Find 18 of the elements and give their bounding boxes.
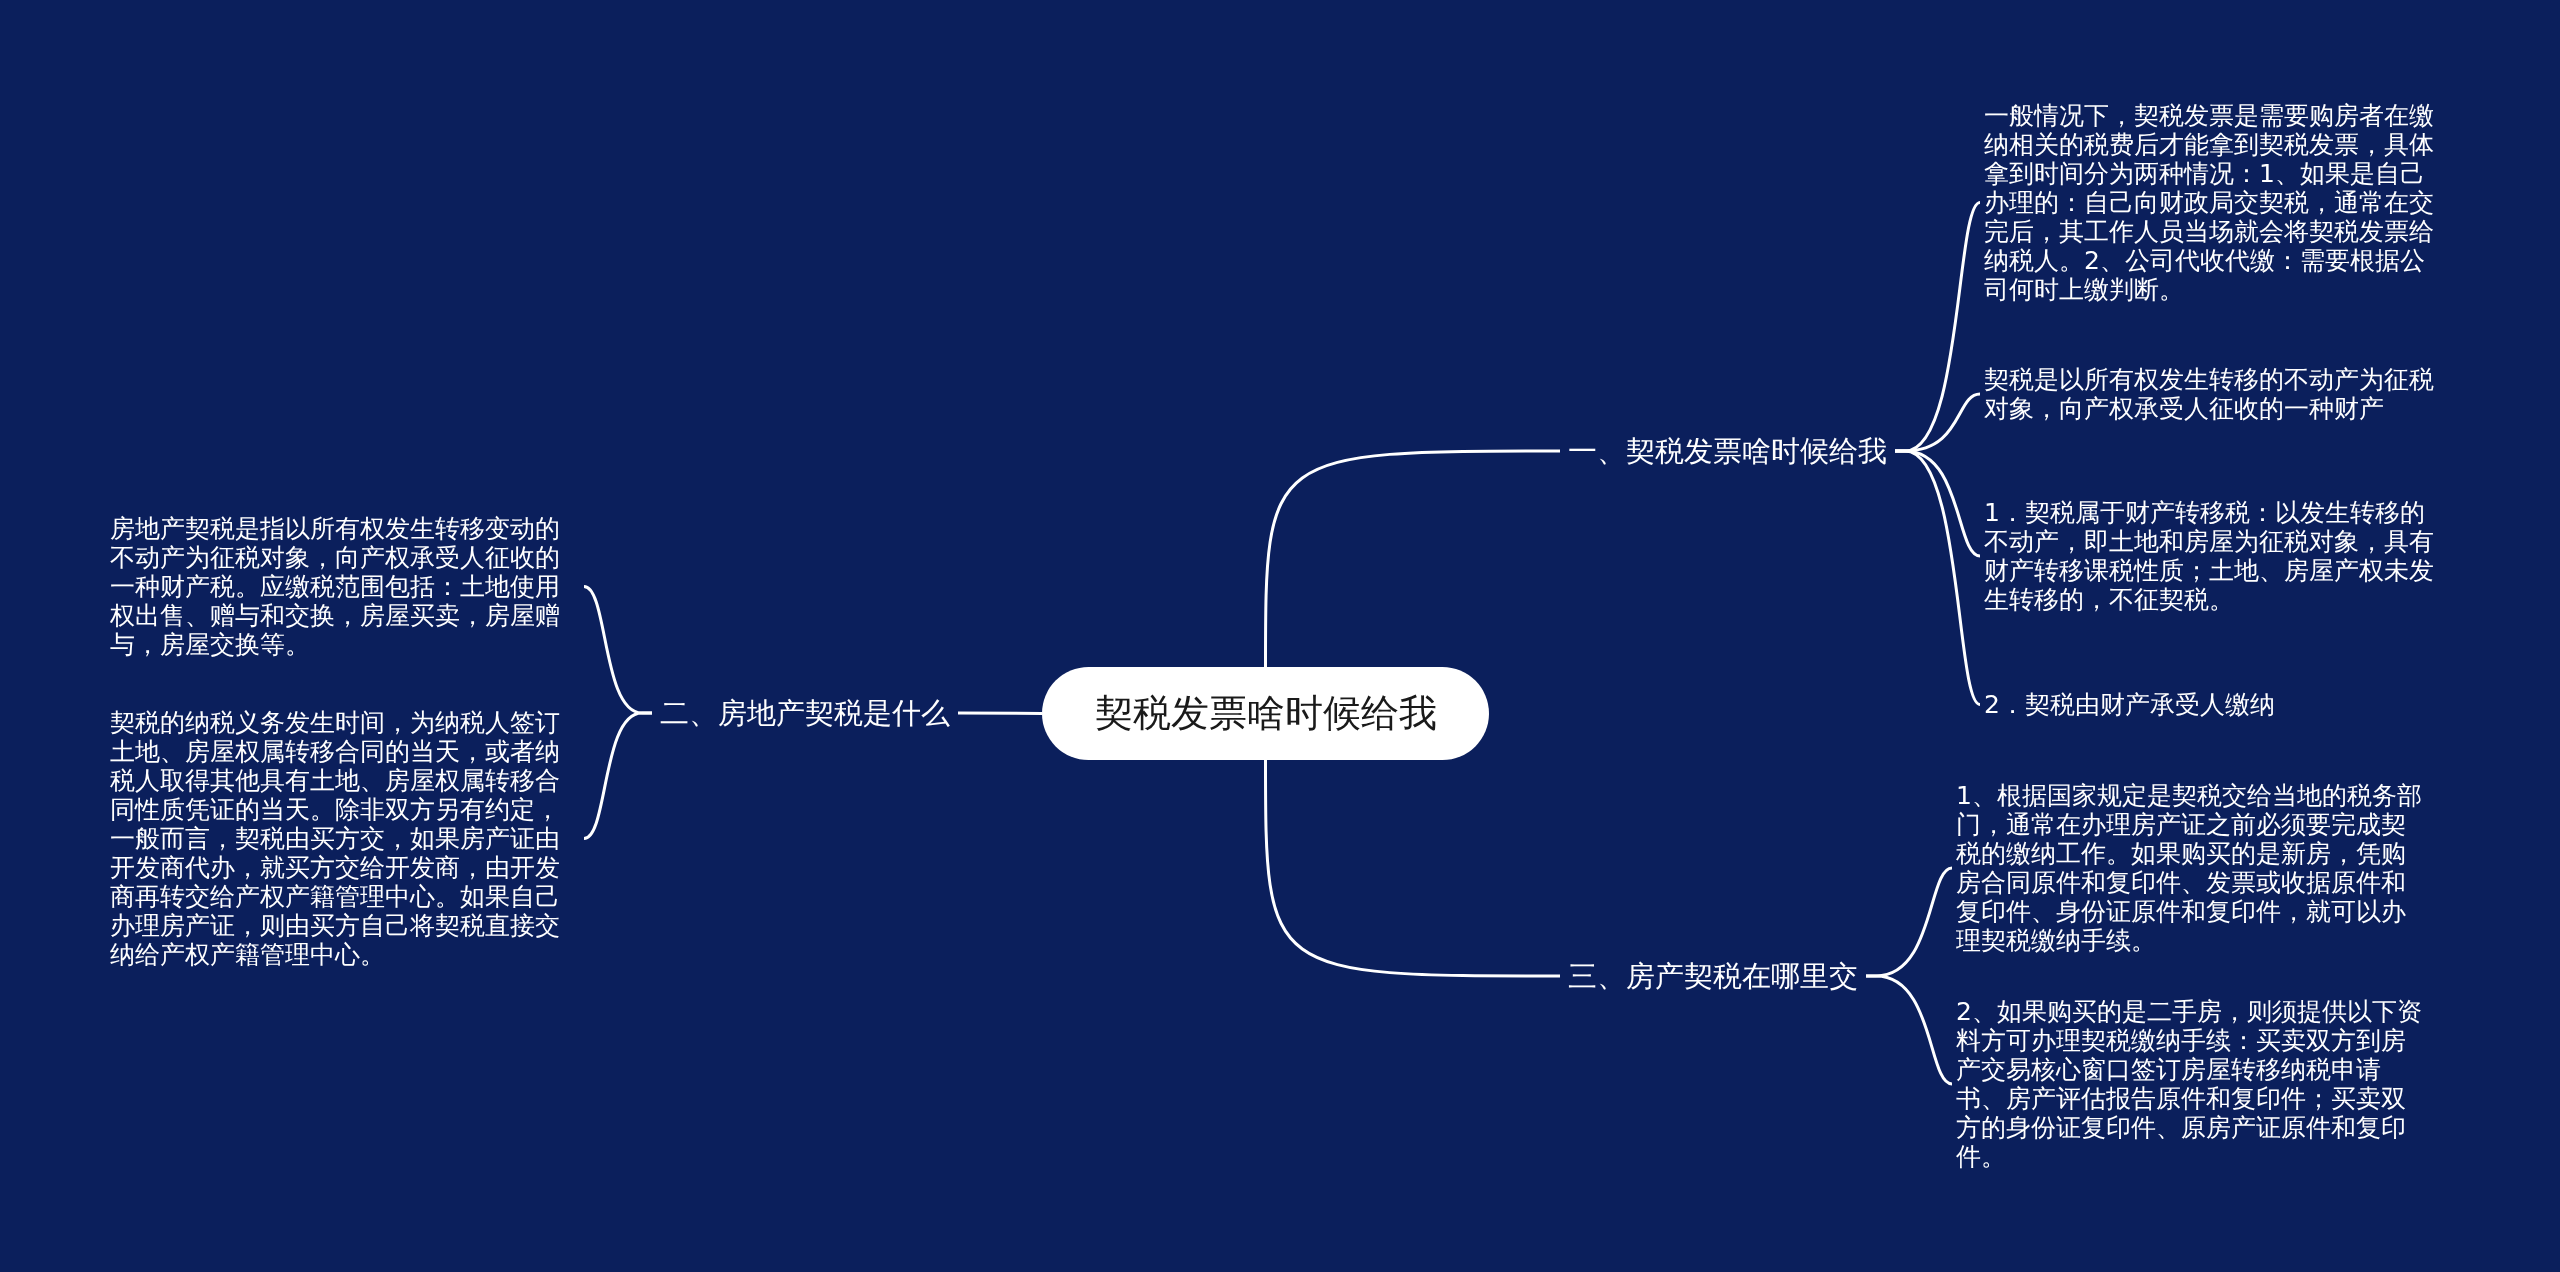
connector-line — [1264, 760, 1560, 978]
branch-label: 三、房产契税在哪里交 — [1560, 952, 1866, 1000]
branch-label: 一、契税发票啥时候给我 — [1560, 427, 1895, 475]
connector-line — [583, 711, 652, 840]
note-text: 契税的纳税义务发生时间，为纳税人签订土地、房屋权属转移合同的当天，或者纳税人取得其他具有土地、房屋权属转移合同性质凭证的当天。除非双方另有约定，一般而言，契税由买方交，如果房产证由开发商代办，就买方交给开发商，由开发商再转交给产权产籍管理中心。如果自己办理房产证，则由买方自己将契税直接交纳给产权产籍管理中心。 — [106, 705, 584, 971]
note-text: 1．契税属于财产转移税：以发生转移的不动产，即土地和房屋为征税对象，具有财产转移课税性质；土地、房屋产权未发生转移的，不征契税。 — [1980, 496, 2450, 616]
branch-label: 二、房地产契税是什么 — [652, 689, 958, 737]
connector-line — [1866, 974, 1953, 1086]
topic-pill: 契税发票啥时候给我 — [1042, 666, 1489, 760]
note-text: 契税是以所有权发生转移的不动产为征税对象，向产权承受人征收的一种财产 — [1980, 363, 2450, 425]
note-text: 2．契税由财产承受人缴纳 — [1980, 687, 2450, 721]
note-text: 2、如果购买的是二手房，则须提供以下资料方可办理契税缴纳手续：买卖双方到房产交易核心窗口签订房屋转移纳税申请书、房产评估报告原件和复印件；买卖双方的身份证复印件、原房产证原件和复印件。 — [1952, 995, 2430, 1173]
note-text: 一般情况下，契税发票是需要购房者在缴纳相关的税费后才能拿到契税发票，具体拿到时间分为两种情况：1、如果是自己办理的：自己向财政局交契税，通常在交完后，其工作人员当场就会将契税发票给纳税人。2、公司代收代缴：需要根据公司何时上缴判断。 — [1980, 98, 2450, 306]
note-text: 房地产契税是指以所有权发生转移变动的不动产为征税对象，向产权承受人征收的一种财产税。应缴税范围包括：土地使用权出售、赠与和交换，房屋买卖，房屋赠与，房屋交换等。 — [106, 511, 584, 661]
connector-line — [958, 711, 1042, 715]
connector-line — [1895, 449, 1981, 706]
note-text: 1、根据国家规定是契税交给当地的税务部门，通常在办理房产证之前必须要完成契税的缴纳工作。如果购买的是新房，凭购房合同原件和复印件、发票或收据原件和复印件、身份证原件和复印件，就可以办理契税缴纳手续。 — [1952, 779, 2430, 957]
connector-line — [1264, 449, 1560, 667]
